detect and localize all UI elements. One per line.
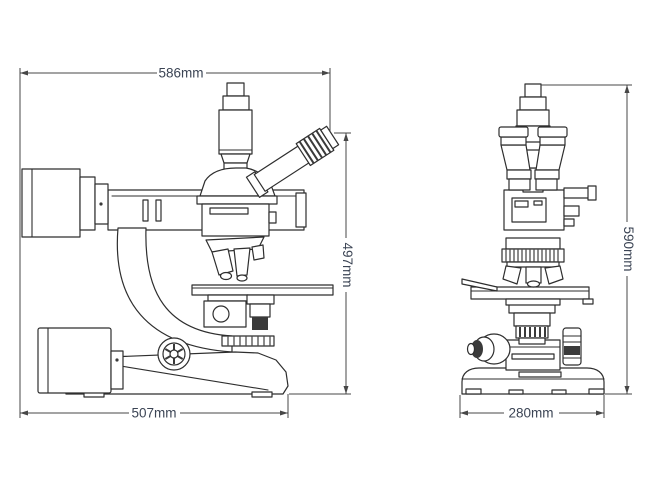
front-base-width-label: 280mm — [508, 406, 553, 421]
head-body-front — [503, 185, 597, 231]
side-height-label: 497mm — [340, 242, 355, 287]
front-base — [461, 367, 605, 395]
front-height-label: 590mm — [621, 226, 636, 271]
phototube-side — [218, 82, 253, 172]
dimension-front-base-width: 280mm — [459, 395, 605, 421]
side-overall-width-label: 586mm — [158, 66, 203, 81]
lower-lamp-house — [37, 327, 124, 394]
eyepieces-front — [498, 126, 568, 193]
stage-front — [461, 278, 594, 306]
condenser-side — [203, 294, 275, 347]
focus-knob-front-right — [562, 327, 582, 366]
focus-knob-front-left — [466, 333, 511, 365]
eyepiece-tube-side — [245, 125, 340, 198]
focus-knob-side — [157, 337, 191, 371]
nosepiece-side — [205, 236, 265, 282]
dimension-side-overall-width: 586mm — [19, 66, 331, 418]
microscope-side-view — [21, 82, 340, 398]
microscope-front-view — [461, 83, 605, 395]
dimension-side-base-depth: 507mm — [20, 394, 289, 421]
condenser-front — [508, 303, 556, 345]
dimension-side-height: 497mm — [289, 132, 355, 395]
nosepiece-front — [501, 237, 565, 288]
upper-lamp-house — [21, 168, 109, 238]
side-base-depth-label: 507mm — [131, 406, 176, 421]
dimension-front-height: 590mm — [541, 84, 636, 395]
